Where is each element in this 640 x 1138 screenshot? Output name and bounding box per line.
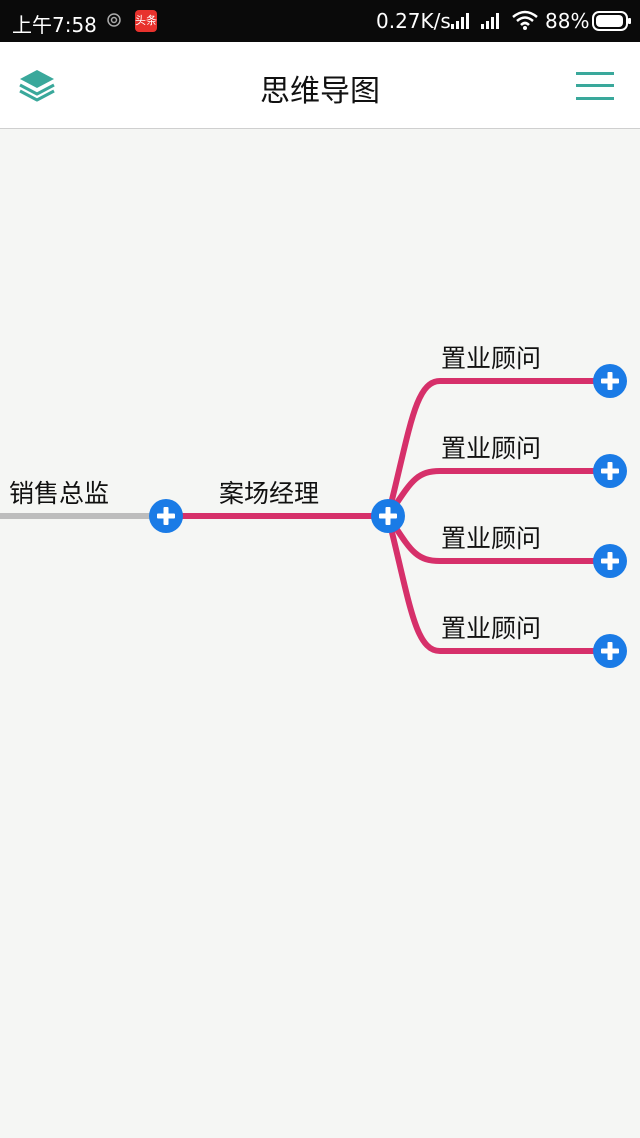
node-consultant-label[interactable]: 置业顾问 — [441, 434, 542, 463]
expand-consultant-button[interactable] — [593, 364, 627, 398]
status-bar: 上午7:58 头条 0.27K/s 88% — [0, 0, 640, 42]
battery-percent: 88% — [545, 9, 590, 33]
node-consultant-label[interactable]: 置业顾问 — [441, 614, 542, 643]
node-consultant-label[interactable]: 置业顾问 — [441, 344, 542, 373]
battery-icon — [592, 11, 631, 31]
expand-consultant-button[interactable] — [593, 454, 627, 488]
hotspot-icon — [107, 13, 121, 27]
consultant-connector-2 — [385, 468, 610, 518]
network-speed: 0.27K/s — [376, 9, 451, 33]
signal-icon — [451, 13, 469, 29]
mindmap-canvas[interactable]: 销售总监 案场经理 置业顾问 置业顾问 置业顾问 置业顾问 — [0, 129, 640, 1138]
expand-manager-button[interactable] — [371, 499, 405, 533]
node-manager-label[interactable]: 案场经理 — [219, 479, 320, 508]
node-consultant-label[interactable]: 置业顾问 — [441, 524, 542, 553]
menu-icon[interactable] — [576, 70, 614, 102]
consultant-connector-4 — [385, 515, 610, 654]
wifi-icon — [512, 10, 538, 30]
status-time: 上午7:58 — [12, 13, 97, 37]
page-title: 思维导图 — [260, 74, 380, 109]
signal-icon — [481, 13, 499, 29]
app-header: 思维导图 — [0, 42, 640, 129]
expand-consultant-button[interactable] — [593, 634, 627, 668]
expand-consultant-button[interactable] — [593, 544, 627, 578]
mindmap-connectors — [0, 378, 610, 654]
expand-root-button[interactable] — [149, 499, 183, 533]
consultant-connector-1 — [385, 378, 610, 517]
news-app-icon: 头条 — [135, 10, 157, 32]
layers-icon[interactable] — [17, 66, 57, 106]
node-root-label[interactable]: 销售总监 — [9, 479, 110, 508]
